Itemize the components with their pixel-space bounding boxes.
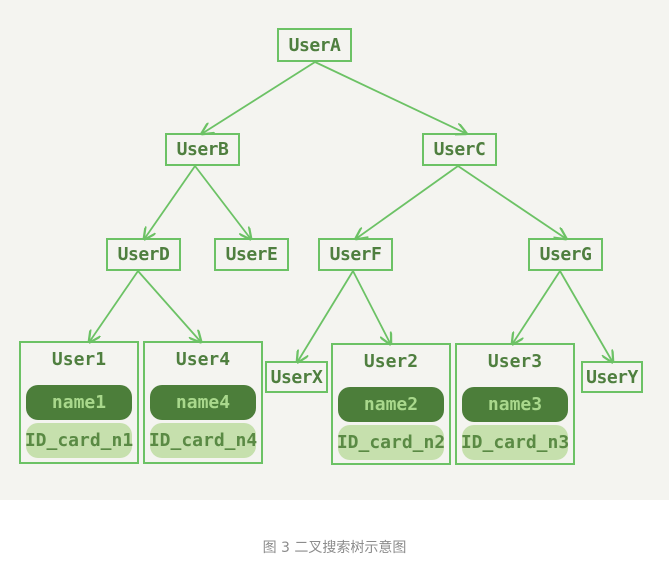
leaf-title: User4 [175,349,231,370]
node-userc: UserC [422,133,497,166]
edge-userf-userx [298,270,354,361]
edge-userd-user1 [90,270,139,341]
node-userg: UserG [528,238,603,271]
node-userd: UserD [106,238,181,271]
leaf-user3: User3 name3 ID_card_n3 [455,343,575,465]
tree-edges [0,61,669,500]
diagram-canvas: UserA UserB UserC UserD UserE UserF User… [0,0,669,500]
figure-caption: 图 3 二叉搜索树示意图 [262,540,407,556]
leaf-user1: User1 name1 ID_card_n1 [19,341,139,464]
leaf-title: User2 [363,351,419,372]
leaf-user4: User4 name4 ID_card_n4 [143,341,263,464]
leaf-name-pill: name3 [462,387,568,422]
leaf-name-pill: name1 [26,385,132,420]
edge-userb-usere [194,165,250,238]
leaf-id-pill: ID_card_n1 [25,423,133,458]
leaf-name-pill: name2 [338,387,444,422]
edge-userc-userf [357,165,459,238]
leaf-user2: User2 name2 ID_card_n2 [331,343,451,465]
edge-usera-userc [314,61,465,133]
edge-userg-usery [559,270,612,361]
node-usera: UserA [277,28,352,62]
edge-usera-userb [203,61,316,133]
node-userx: UserX [265,361,328,393]
leaf-title: User3 [487,351,543,372]
edge-userg-user3 [513,270,561,343]
edge-userf-user2 [352,270,390,343]
edge-userc-userg [457,165,565,238]
node-usery: UserY [581,361,643,393]
node-usere: UserE [214,238,289,271]
node-userb: UserB [165,133,240,166]
leaf-name-pill: name4 [150,385,256,420]
leaf-id-pill: ID_card_n3 [461,425,569,460]
leaf-id-pill: ID_card_n4 [149,423,257,458]
edge-userd-user4 [137,270,200,341]
leaf-id-pill: ID_card_n2 [337,425,445,460]
leaf-title: User1 [51,349,107,370]
edge-userb-userd [145,165,196,238]
node-userf: UserF [318,238,393,271]
